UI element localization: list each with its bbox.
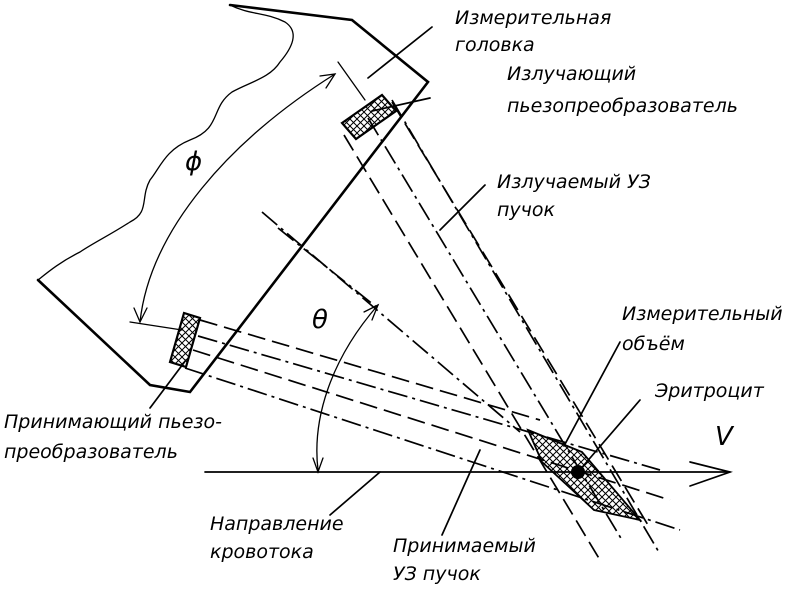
label-receiving-2: преобразователь: [4, 441, 178, 463]
phi-ext-bottom: [129, 321, 183, 331]
theta-arrow-bottom: [312, 457, 324, 474]
angle-phi: ϕ: [185, 147, 202, 177]
label-measuring-head-1: Измерительная: [455, 7, 611, 29]
label-measuring-volume-2: объём: [622, 333, 685, 355]
label-emitted-beam-1: Излучаемый УЗ: [497, 171, 651, 193]
phi-ext-top: [337, 61, 366, 101]
angle-theta: θ: [312, 305, 328, 335]
label-emitting-2: пьезопреобразователь: [507, 95, 738, 117]
phi-arrow-top: [319, 73, 337, 89]
label-velocity: V: [715, 422, 735, 452]
leader-emitted-beam: [439, 184, 486, 231]
leader-flow: [329, 471, 381, 516]
phi-arrow-bottom: [133, 307, 148, 324]
label-emitting-1: Излучающий: [507, 63, 636, 85]
normal-axis: [277, 227, 381, 311]
label-flow-2: кровотока: [210, 541, 314, 563]
received-beam-axis: [261, 211, 521, 433]
label-erythrocyte: Эритроцит: [654, 380, 765, 402]
emitting-transducer: [340, 93, 398, 141]
leader-measuring-head: [367, 26, 433, 79]
leader-emitting: [371, 97, 431, 112]
label-measuring-head-2: головка: [455, 34, 535, 56]
receiving-transducer: [168, 311, 202, 369]
theta-arc: [316, 304, 379, 471]
label-emitted-beam-2: пучок: [497, 199, 556, 221]
flow-arrow: [689, 461, 733, 487]
leader-received-beam: [441, 449, 481, 536]
leader-erythrocyte: [577, 399, 641, 473]
label-measuring-volume-1: Измерительный: [622, 303, 783, 325]
head-break-line: [37, 4, 294, 281]
label-received-beam-2: УЗ пучок: [393, 563, 481, 585]
label-receiving-1: Принимающий пьезо-: [4, 411, 222, 433]
label-flow-1: Направление: [210, 513, 344, 535]
label-received-beam-1: Принимаемый: [393, 535, 536, 557]
phi-arc: [139, 73, 336, 323]
leader-measuring-volume: [563, 341, 621, 447]
measuring-head-body: [36, 3, 430, 394]
leader-receiving: [149, 359, 187, 409]
theta-arrow-top: [363, 303, 380, 321]
